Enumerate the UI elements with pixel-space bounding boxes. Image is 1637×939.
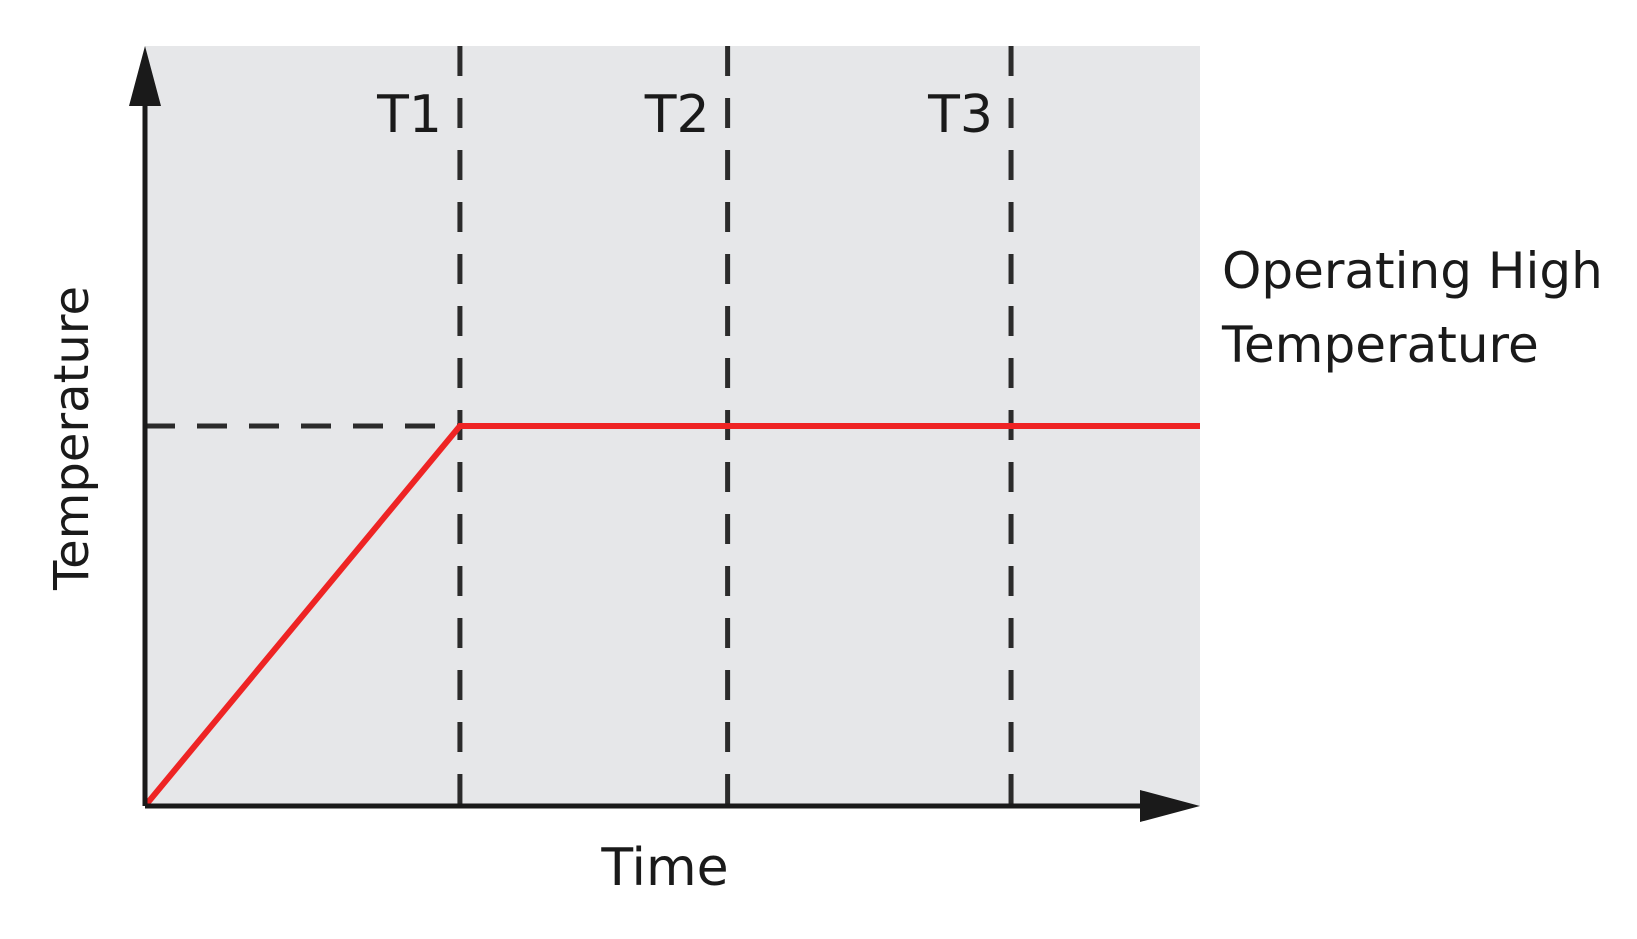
x-axis-label: Time bbox=[600, 838, 728, 898]
series-line-1 bbox=[142, 423, 1200, 808]
x-axis-arrowhead bbox=[1140, 790, 1200, 822]
y-axis-arrowhead bbox=[129, 46, 161, 106]
marker-label-2: T2 bbox=[644, 85, 710, 145]
axes-layer bbox=[129, 46, 1200, 822]
marker-label-3: T3 bbox=[927, 85, 993, 145]
labels-layer: Time Temperature Operating High Temperat… bbox=[44, 85, 1603, 898]
y-axis-label: Temperature bbox=[44, 286, 100, 591]
reference-label-line-2: Temperature bbox=[1221, 316, 1539, 374]
reference-label-line-1: Operating High bbox=[1222, 242, 1603, 300]
marker-label-1: T1 bbox=[376, 85, 442, 145]
series-layer bbox=[142, 423, 1200, 808]
